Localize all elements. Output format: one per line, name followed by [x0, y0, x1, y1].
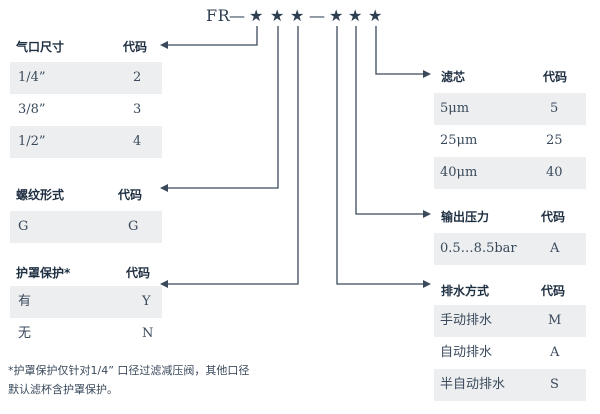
table-row: 手动排水 M [434, 305, 586, 337]
guard-title: 护罩保护* [16, 266, 71, 280]
connector-port-size [166, 26, 258, 46]
connector-guard [166, 26, 299, 285]
filter-code-header: 代码 [543, 70, 568, 84]
star-icon: ★ [249, 6, 264, 25]
guard-code-header: 代码 [126, 266, 151, 280]
star-icon: ★ [329, 6, 344, 25]
table-row: 半自动排水 S [434, 369, 586, 401]
table-row: 3/8” 3 [18, 102, 142, 117]
thread-code-header: 代码 [118, 188, 143, 202]
arrow-right-icon [423, 70, 431, 78]
table-row: 有 Y [10, 286, 162, 318]
connector-pressure [355, 26, 425, 215]
dash-2: — [309, 6, 326, 25]
table-row: 40μm 40 [434, 157, 586, 189]
arrow-left-icon [160, 184, 168, 192]
port-size-code-header: 代码 [123, 40, 148, 54]
table-row: G G [10, 211, 162, 243]
thread-title: 螺纹形式 [16, 188, 65, 202]
pressure-code-header: 代码 [541, 210, 566, 224]
table-row: 0.5…8.5bar A [434, 233, 586, 265]
port-size-title: 气口尺寸 [16, 40, 65, 54]
table-row: 5μm 5 [434, 93, 586, 125]
footnote-line-2: 默认滤杯含护罩保护。 [8, 383, 118, 396]
connector-filter [375, 26, 425, 75]
table-row: 25μm 25 [440, 133, 563, 148]
table-row: 无 N [18, 326, 154, 341]
star-icon: ★ [348, 6, 363, 25]
table-row: 自动排水 A [440, 345, 560, 360]
dash-1: — [229, 6, 246, 25]
table-row: 1/2” 4 [10, 126, 162, 158]
pressure-title: 输出压力 [441, 210, 490, 224]
drain-title: 排水方式 [441, 284, 490, 298]
arrow-left-icon [160, 41, 168, 49]
connector-drain [336, 26, 425, 285]
footnote-line-1: *护罩保护仅针对1/4” 口径过滤减压阀，其他口径 [8, 364, 250, 377]
arrow-right-icon [423, 210, 431, 218]
model-prefix: FR [206, 6, 231, 25]
drain-code-header: 代码 [541, 284, 566, 298]
filter-title: 滤芯 [441, 70, 466, 84]
table-row: 1/4” 2 [10, 62, 162, 94]
star-icon: ★ [368, 6, 383, 25]
star-icon: ★ [270, 6, 285, 25]
connector-thread [166, 26, 279, 189]
arrow-right-icon [423, 280, 431, 288]
arrow-left-icon [160, 280, 168, 288]
star-icon: ★ [290, 6, 305, 25]
